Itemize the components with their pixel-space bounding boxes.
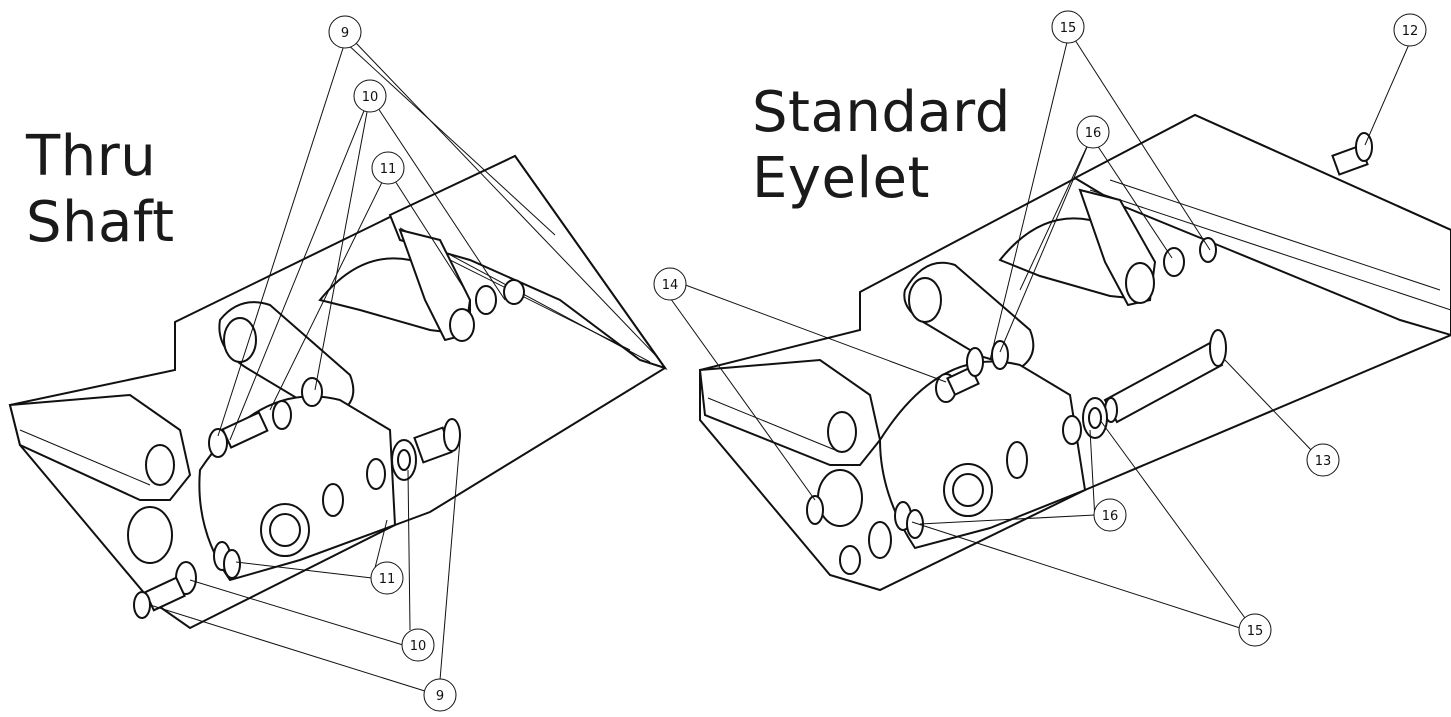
svg-text:16: 16: [1085, 126, 1102, 141]
right-washer-upper-pair: [1163, 237, 1217, 277]
thru-shaft-title-line-2: Shaft: [26, 190, 175, 255]
standard-eyelet-assembly: 15 12 16 14 13 16 15: [653, 10, 1451, 647]
left-washer-upper-pair: [475, 279, 525, 315]
svg-text:9: 9: [341, 26, 349, 41]
right-bolt-upper: [935, 340, 1009, 403]
thru-shaft-assembly: 9 10 11 11 10 9: [8, 15, 668, 712]
callout-left-11-bottom: 11: [370, 561, 404, 595]
left-leader-lines: [149, 41, 661, 693]
callout-right-14: 14: [653, 267, 687, 301]
callout-left-11-top: 11: [371, 151, 405, 185]
svg-text:15: 15: [1247, 624, 1264, 639]
right-spacer-pair: [1062, 397, 1108, 445]
right-dropout-disc: [817, 469, 863, 527]
left-pivot-hole-4: [145, 444, 175, 486]
left-lower-hardware: [133, 541, 241, 619]
svg-text:10: 10: [410, 639, 427, 654]
right-eyelet-bolt-upper: [1331, 132, 1373, 176]
callout-left-10-bottom: 10: [401, 628, 435, 662]
thru-shaft-title: Thru Shaft: [26, 124, 175, 256]
svg-text:10: 10: [362, 90, 379, 105]
svg-text:15: 15: [1060, 21, 1077, 36]
right-lower-body: [878, 360, 1087, 550]
right-lower-hardware: [806, 495, 924, 575]
right-leader-lines: [667, 37, 1411, 629]
thru-shaft-title-line-1: Thru: [26, 124, 157, 189]
svg-text:16: 16: [1102, 509, 1119, 524]
left-pivot-hole-1: [223, 317, 257, 363]
callout-right-16-top: 16: [1076, 115, 1110, 149]
right-eyelet-bolt-long: [1103, 329, 1227, 424]
left-dropout-disc: [127, 506, 173, 564]
left-bushing-upper: [272, 400, 292, 430]
standard-eyelet-title: Standard Eyelet: [752, 80, 1011, 212]
left-chainstay-arm: [8, 393, 192, 501]
standard-eyelet-title-line-1: Standard: [752, 80, 1011, 145]
svg-text:13: 13: [1315, 454, 1332, 469]
svg-text:12: 12: [1402, 24, 1419, 39]
left-bolt-upper: [208, 411, 269, 458]
left-pivot-hole-2: [301, 377, 323, 407]
svg-text:11: 11: [379, 572, 396, 587]
right-top-tube: [1072, 113, 1451, 337]
svg-text:11: 11: [380, 162, 397, 177]
callout-right-12: 12: [1393, 13, 1427, 47]
left-bore-slot: [322, 483, 344, 517]
callout-left-9-bottom: 9: [423, 678, 457, 712]
callout-right-16-bottom: 16: [1093, 498, 1127, 532]
svg-text:14: 14: [662, 278, 679, 293]
callout-right-15-bottom: 15: [1238, 613, 1272, 647]
callout-right-13: 13: [1306, 443, 1340, 477]
left-thru-shaft-hardware: [366, 418, 461, 490]
callout-left-9-top: 9: [328, 15, 362, 49]
standard-eyelet-title-line-2: Eyelet: [752, 146, 930, 211]
callout-left-10-top: 10: [353, 79, 387, 113]
callout-right-15-top: 15: [1051, 10, 1085, 44]
svg-text:9: 9: [436, 689, 444, 704]
left-pivot-hole-3: [449, 308, 475, 342]
